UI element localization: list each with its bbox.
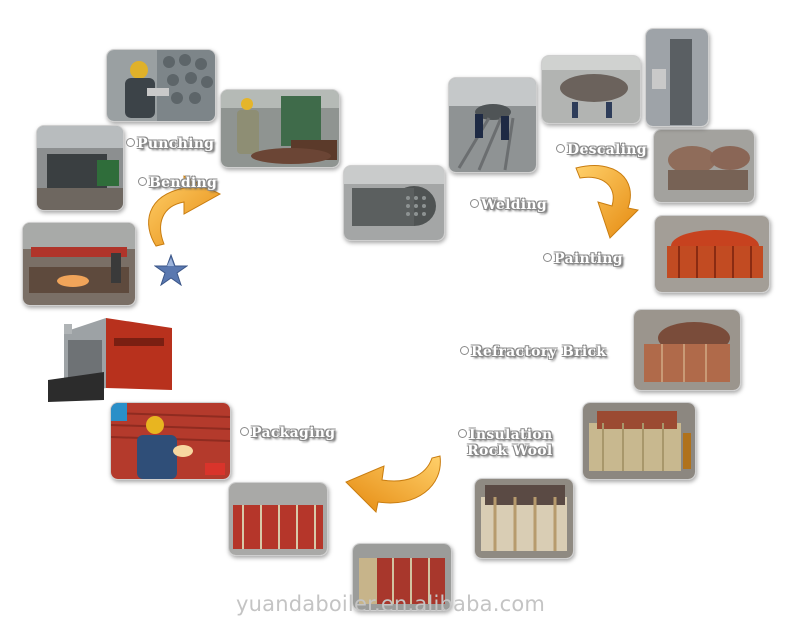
bullet-icon — [126, 138, 135, 147]
bullet-icon — [460, 346, 469, 355]
curved-arrow-icon — [345, 455, 441, 514]
step-label-bending: Bending — [138, 175, 217, 191]
photo-packaged-boiler-2 — [352, 543, 452, 611]
photo-painting — [654, 215, 770, 293]
photo-packaged-boiler-1 — [228, 482, 328, 556]
bullet-icon — [543, 253, 552, 262]
photo-insulation — [582, 402, 696, 480]
photo-descaling — [653, 129, 755, 203]
curved-arrow-icon — [148, 175, 222, 247]
star-icon — [154, 254, 188, 286]
step-label-painting: Painting — [543, 251, 623, 267]
watermark: yuandaboiler.en.alibaba.com — [236, 592, 546, 616]
bullet-icon — [458, 429, 467, 438]
photo-plate-cutting — [22, 222, 136, 306]
step-label-refractory-brick: Refractory Brick — [460, 344, 606, 360]
bullet-icon — [138, 177, 147, 186]
photo-packaging-worker — [110, 402, 231, 480]
photo-press — [220, 89, 340, 168]
photo-welded-drum — [343, 165, 445, 241]
photo-finished-boiler — [44, 310, 174, 402]
bullet-icon — [556, 144, 565, 153]
photo-punching — [106, 49, 216, 122]
step-label-packaging: Packaging — [240, 425, 335, 441]
photo-welding-workshop — [448, 77, 537, 173]
photo-refractory-brick — [633, 309, 741, 391]
bullet-icon — [470, 199, 479, 208]
photo-drum-shell — [541, 55, 641, 124]
step-label-punching: Punching — [126, 136, 214, 152]
photo-boiler-assembly — [36, 125, 124, 211]
step-label-descaling: Descaling — [556, 142, 647, 158]
curved-arrow-icon — [575, 165, 640, 239]
bullet-icon — [240, 427, 249, 436]
photo-vertical-drum — [645, 28, 709, 127]
photo-wooden-frame — [474, 478, 574, 559]
step-label-welding: Welding — [470, 197, 547, 213]
